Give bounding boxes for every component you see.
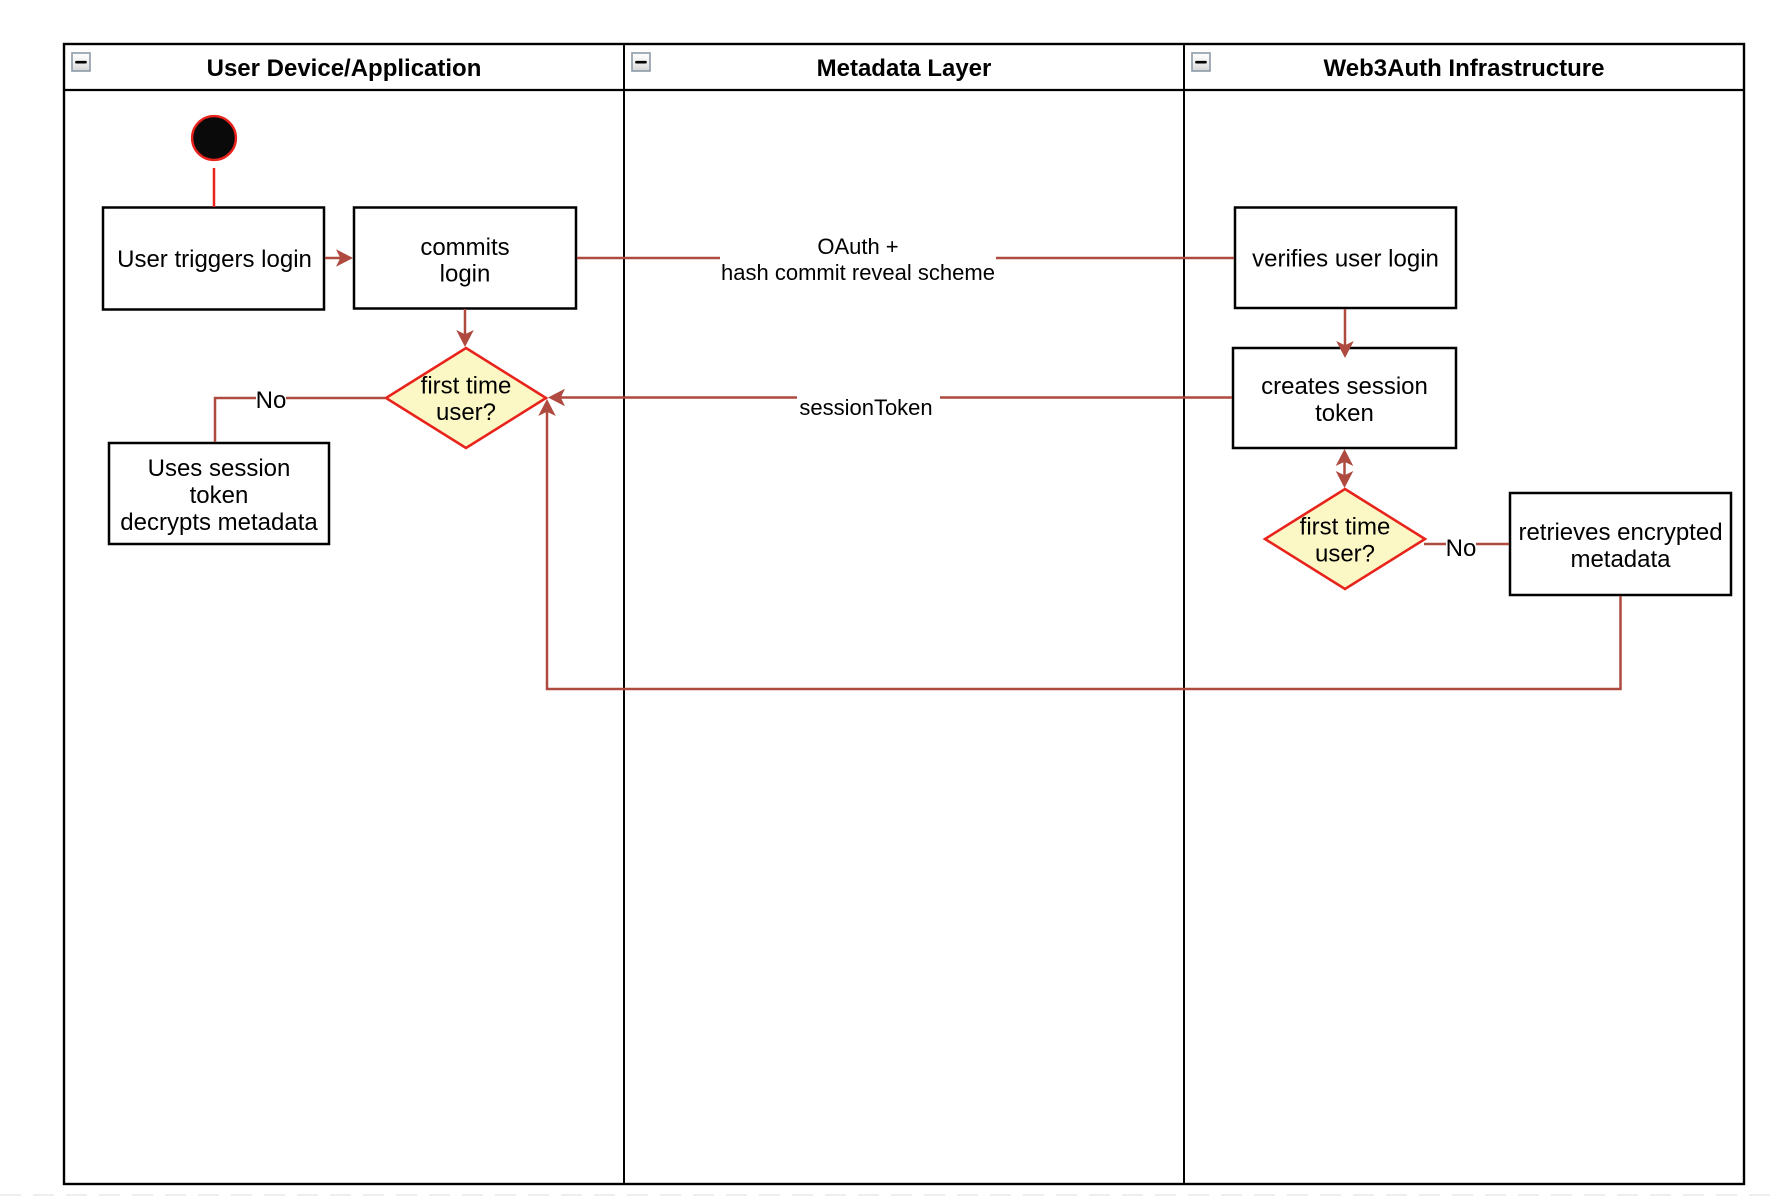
svg-text:metadata: metadata <box>1570 546 1671 573</box>
svg-text:Web3Auth Infrastructure: Web3Auth Infrastructure <box>1324 55 1605 82</box>
svg-text:Uses session: Uses session <box>148 455 291 482</box>
svg-text:sessionToken: sessionToken <box>799 395 932 420</box>
svg-text:No: No <box>256 387 287 414</box>
svg-text:token: token <box>1315 400 1374 427</box>
svg-text:User triggers login: User triggers login <box>117 246 312 273</box>
svg-text:OAuth +: OAuth + <box>817 234 898 259</box>
svg-text:first time: first time <box>1300 514 1391 541</box>
svg-text:login: login <box>440 261 491 288</box>
svg-text:creates session: creates session <box>1261 373 1428 400</box>
svg-text:decrypts metadata: decrypts metadata <box>120 509 318 536</box>
svg-text:User Device/Application: User Device/Application <box>207 55 482 82</box>
svg-text:No: No <box>1446 535 1477 562</box>
svg-text:hash commit reveal scheme: hash commit reveal scheme <box>721 260 995 285</box>
svg-text:user?: user? <box>436 399 496 426</box>
svg-text:retrieves encrypted: retrieves encrypted <box>1518 519 1722 546</box>
svg-text:verifies user login: verifies user login <box>1252 246 1439 273</box>
svg-text:first time: first time <box>421 373 512 400</box>
svg-text:commits: commits <box>420 234 509 261</box>
svg-text:Metadata Layer: Metadata Layer <box>817 55 992 82</box>
svg-text:token: token <box>190 482 249 509</box>
svg-text:user?: user? <box>1315 541 1375 568</box>
